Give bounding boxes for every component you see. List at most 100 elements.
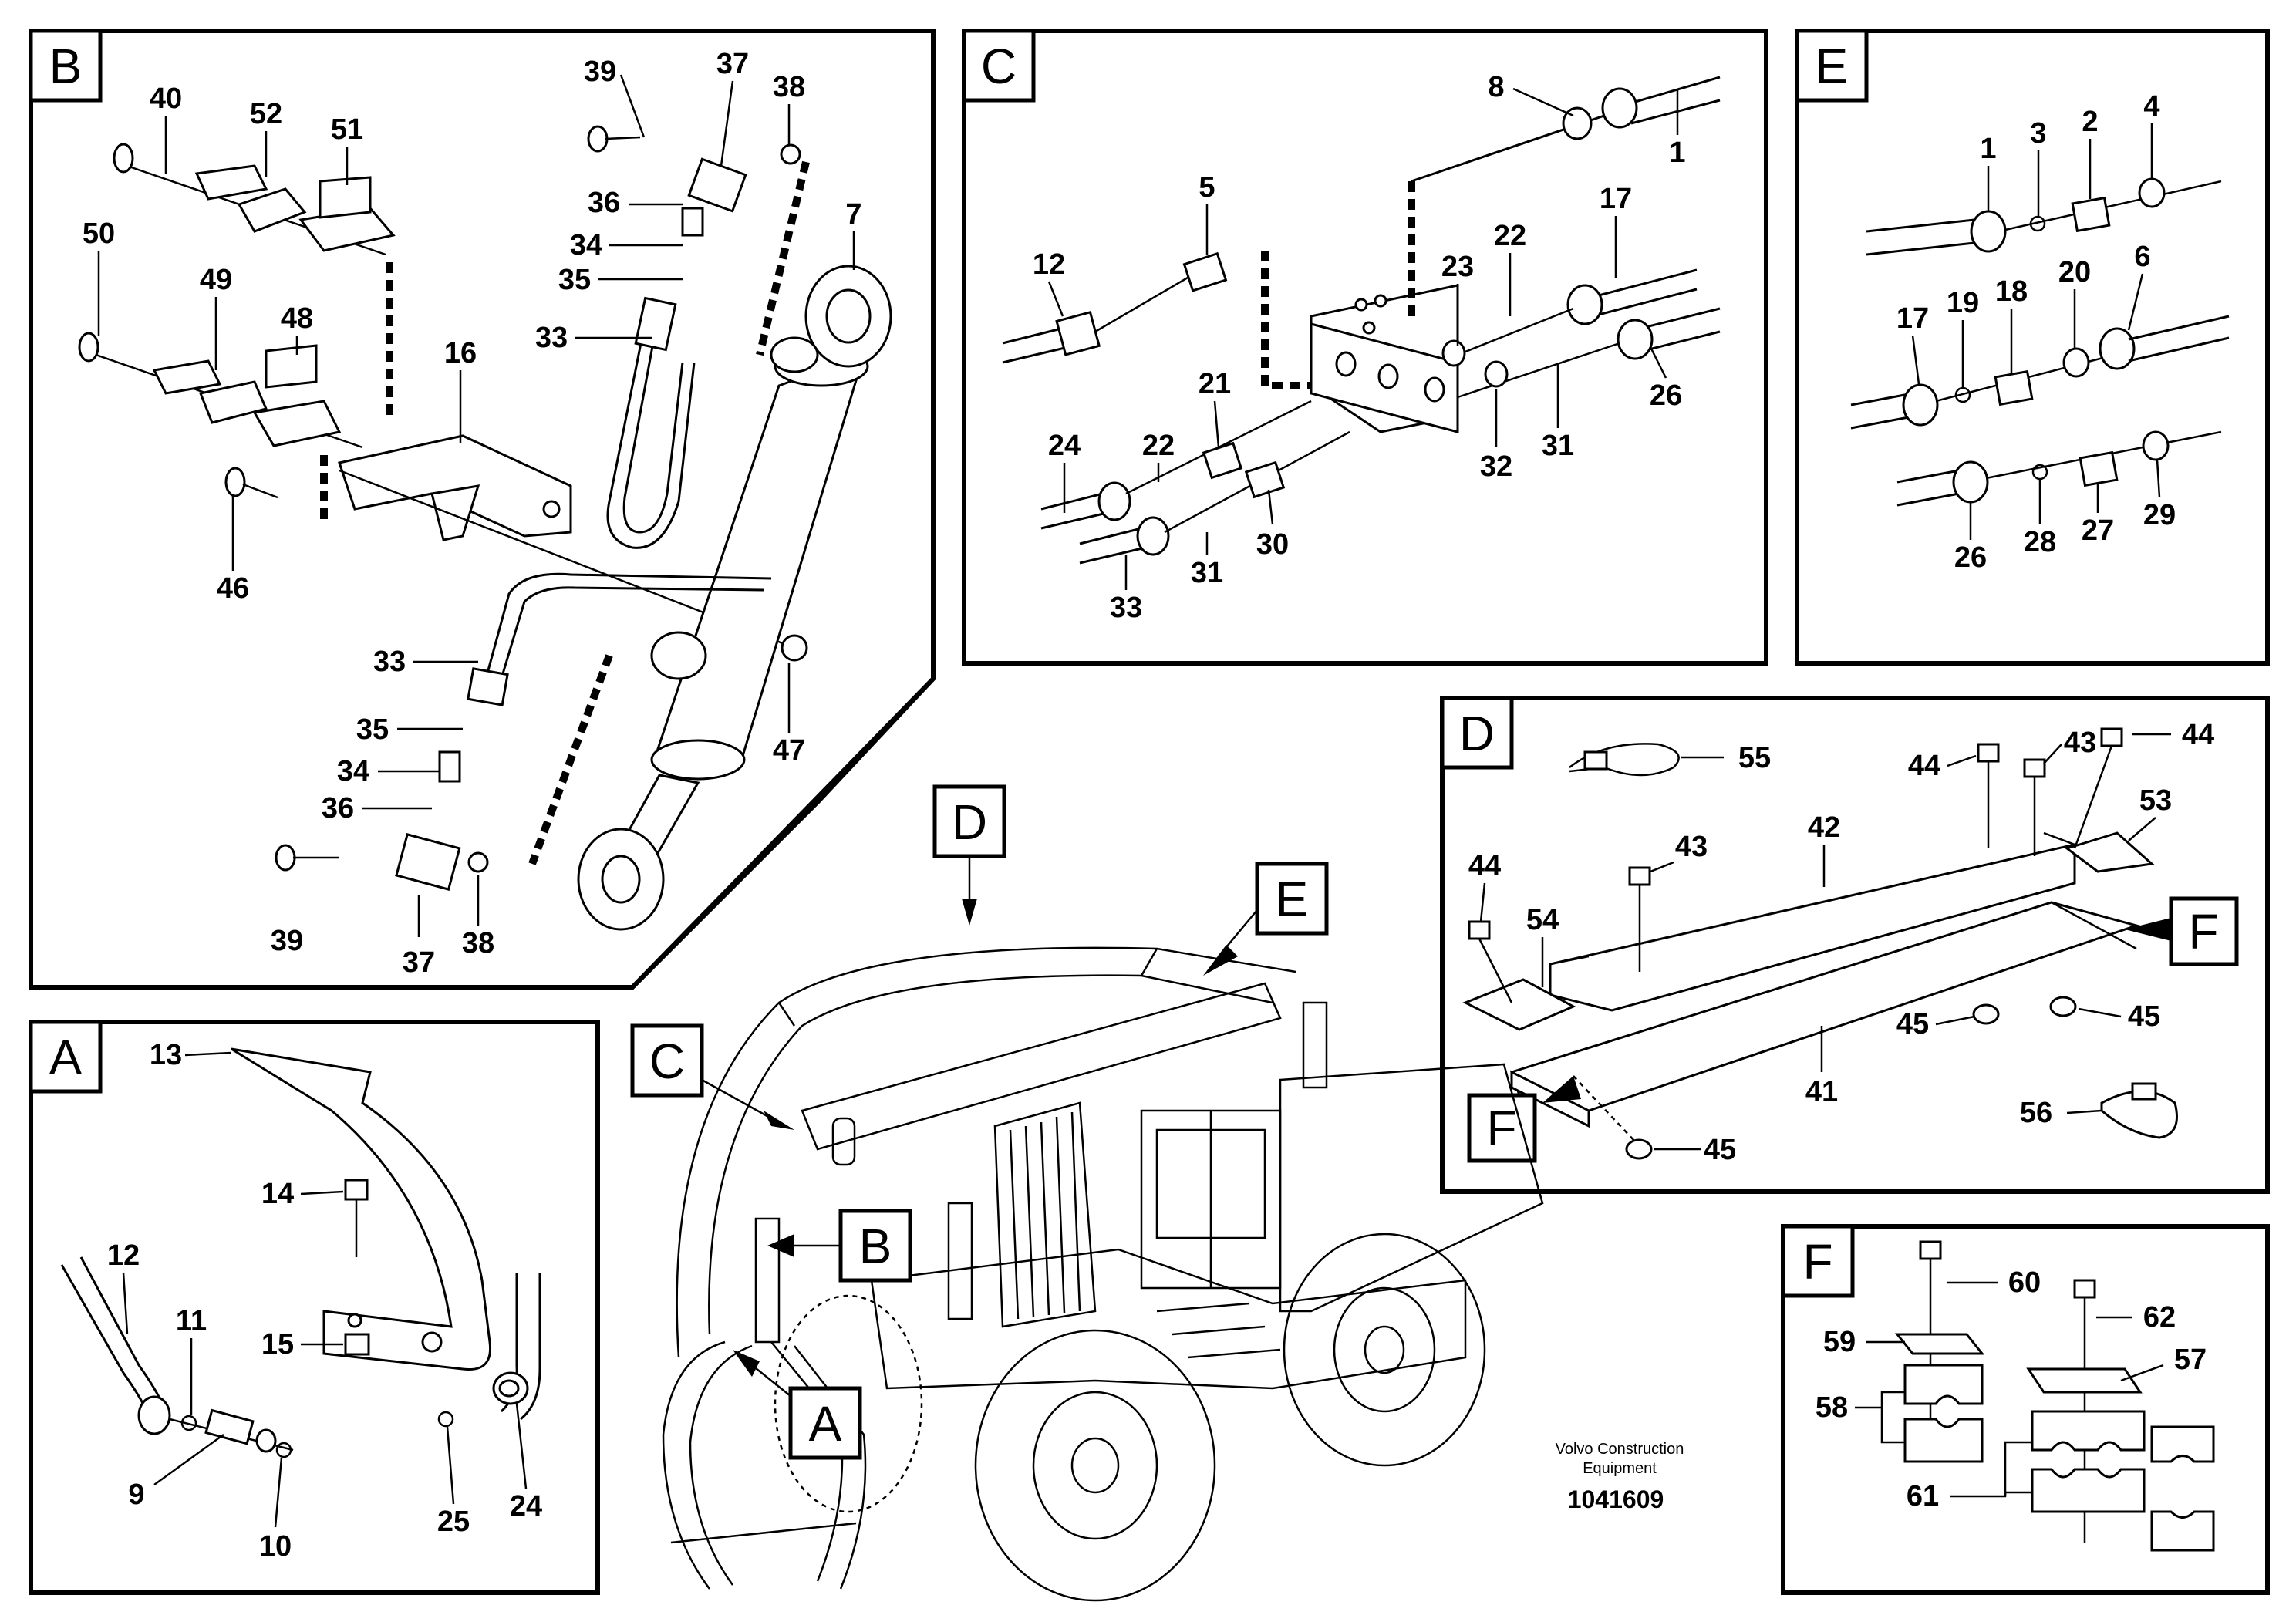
part-number: 39 <box>584 56 616 88</box>
log-grapple <box>662 1217 867 1590</box>
radiator-grille <box>993 1101 1097 1328</box>
clamp-block-small <box>2150 1425 2215 1552</box>
part-number: 17 <box>1600 183 1632 215</box>
part-number: 48 <box>281 302 313 335</box>
part-number: 33 <box>1110 592 1142 624</box>
clamp-block-left <box>1894 1240 1985 1463</box>
callout-c-label: C <box>649 1034 685 1089</box>
clamp-set-lower <box>78 332 363 449</box>
part-number: 37 <box>716 48 749 80</box>
hose-33-lower <box>395 572 772 891</box>
part-number: 10 <box>259 1530 292 1563</box>
company-line-1: Volvo Construction <box>1556 1441 1684 1458</box>
part-number: 44 <box>2182 719 2214 751</box>
part-number: 17 <box>1896 302 1929 335</box>
company-line-2: Equipment <box>1583 1460 1657 1477</box>
panel-b-part-labels: 40 52 51 50 49 48 16 46 39 37 38 36 34 3… <box>83 48 862 979</box>
part-number: 6 <box>2134 241 2150 273</box>
clip-56 <box>2100 1082 2178 1139</box>
mounting-plate-42 <box>1549 831 2076 1012</box>
dashed-link-4 <box>528 654 613 865</box>
part-number: 7 <box>845 198 861 231</box>
detail-f-mark-right: F <box>2125 896 2239 966</box>
part-number: 11 <box>176 1305 207 1337</box>
part-number: 31 <box>1191 557 1223 589</box>
part-number: 44 <box>1908 750 1940 782</box>
part-number: 28 <box>2024 526 2056 558</box>
fitting-row-3 <box>1896 430 2222 507</box>
part-number: 58 <box>1816 1391 1848 1424</box>
part-number: 12 <box>1033 248 1065 281</box>
part-number: 50 <box>83 218 115 250</box>
part-number: 24 <box>1048 430 1081 462</box>
drawing-footer: Volvo Construction Equipment 1041609 <box>1556 1441 1684 1513</box>
callout-d-label: D <box>952 794 987 850</box>
part-number: 22 <box>1494 220 1526 252</box>
part-number: 53 <box>2139 784 2172 817</box>
part-number: 2 <box>2082 106 2098 138</box>
bolt-39-lower <box>275 844 339 872</box>
part-number: 45 <box>1704 1134 1736 1166</box>
panel-c-part-labels: 8 1 5 12 17 22 23 26 21 22 24 32 31 30 3… <box>1033 71 1686 624</box>
part-number: 61 <box>1907 1480 1939 1512</box>
part-number: 41 <box>1805 1076 1838 1108</box>
part-number: 9 <box>128 1479 144 1511</box>
nuts-45 <box>1573 996 2077 1160</box>
part-number: 57 <box>2174 1344 2207 1376</box>
callout-a-label: A <box>809 1396 842 1452</box>
panel-f: F 60 62 59 57 58 61 <box>1781 1224 2270 1595</box>
bolts-d <box>1468 727 2123 1003</box>
part-number: 3 <box>2030 117 2046 150</box>
part-number: 13 <box>150 1039 182 1071</box>
front-wheel <box>974 1329 1216 1602</box>
part-number: 1 <box>1980 133 1996 165</box>
callout-e: E <box>1203 862 1329 976</box>
callout-b: B <box>767 1209 912 1283</box>
part-number: 12 <box>107 1239 140 1272</box>
hose-33-upper <box>606 143 801 549</box>
hose-12 <box>60 1256 171 1435</box>
nut-15 <box>344 1333 370 1356</box>
panel-f-label: F <box>1802 1234 1832 1290</box>
bolt-14 <box>344 1179 369 1257</box>
part-number: 23 <box>1441 251 1474 283</box>
panel-e-part-labels: 1 3 2 4 17 19 18 20 6 26 28 27 29 <box>1896 90 2176 574</box>
clamp-set-upper <box>113 143 396 256</box>
panel-c-leaders <box>1047 87 1679 590</box>
callout-a: A <box>733 1350 862 1460</box>
adapter-9 <box>169 1408 294 1458</box>
part-number: 27 <box>2082 514 2114 547</box>
part-number: 26 <box>1954 541 1987 574</box>
part-number: 38 <box>773 71 805 103</box>
part-number: 21 <box>1199 368 1231 400</box>
panel-e-leaders <box>1911 123 2161 540</box>
callout-d: D <box>932 784 1006 926</box>
part-number: 18 <box>1995 275 2028 308</box>
hoses-c <box>1002 76 1721 565</box>
ring-25 <box>437 1411 454 1428</box>
part-number: 4 <box>2143 90 2159 123</box>
panel-f-leaders <box>1855 1281 2164 1498</box>
part-number: 5 <box>1199 171 1215 204</box>
panel-a-label: A <box>49 1030 83 1085</box>
clamp-block-right <box>2026 1279 2146 1543</box>
part-number: 8 <box>1488 71 1504 103</box>
part-number: 46 <box>217 572 249 605</box>
part-number: 38 <box>462 927 494 959</box>
wheel-loader-illustration <box>662 946 1544 1602</box>
detail-f-mark-left: F <box>1467 1076 1581 1163</box>
part-number: 47 <box>773 734 805 767</box>
fitting-row-2 <box>1850 315 2230 430</box>
part-number: 19 <box>1947 287 1979 319</box>
part-number: 32 <box>1480 450 1512 483</box>
rear-wheel <box>1283 1233 1486 1467</box>
dashed-link-c2 <box>1261 251 1311 389</box>
fitting-row-1 <box>1866 177 2222 256</box>
detail-f-mark-left-label: F <box>1486 1101 1516 1156</box>
cable-tie-55 <box>1569 743 1680 777</box>
part-number: 45 <box>2128 1000 2160 1033</box>
part-number: 52 <box>250 98 282 130</box>
part-number: 34 <box>570 229 602 261</box>
part-number: 54 <box>1526 904 1559 936</box>
